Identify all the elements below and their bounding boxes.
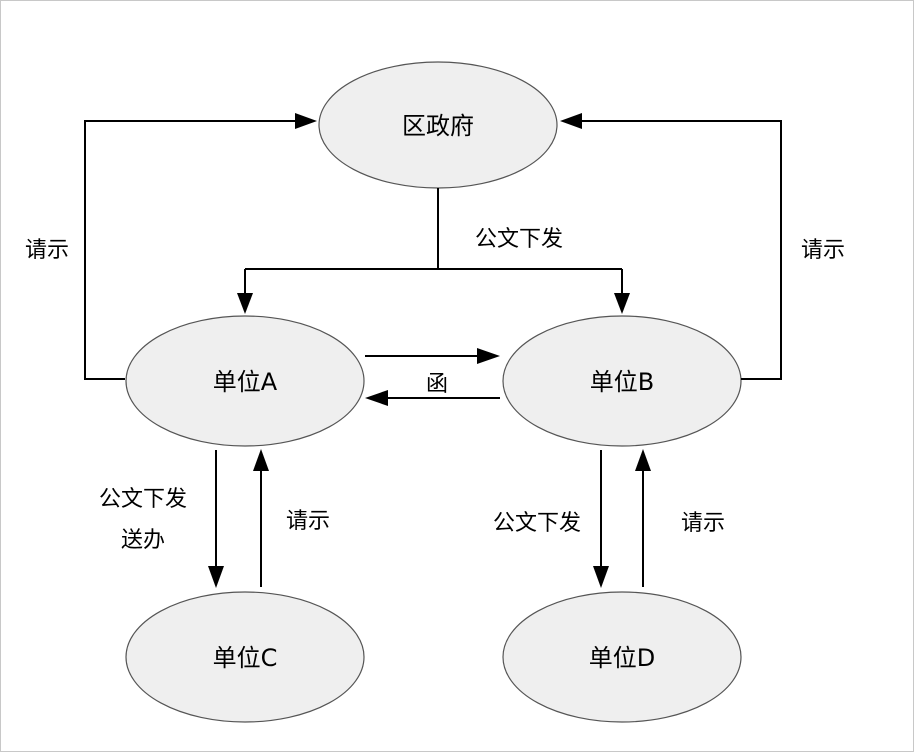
node-unit-a-label: 单位A xyxy=(213,368,278,396)
arrowhead-a-to-gov xyxy=(295,113,317,129)
arrowhead-b-to-d xyxy=(593,566,609,588)
arrowhead-b-to-gov xyxy=(560,113,582,129)
arrowhead-d-to-b xyxy=(635,449,651,471)
arrowhead-a-to-b xyxy=(477,348,500,364)
node-district-gov-label: 区政府 xyxy=(402,112,474,140)
edge-label-b-to-d: 公文下发 xyxy=(493,511,581,536)
edge-label-a-to-c-line2: 送办 xyxy=(121,528,165,553)
node-unit-a xyxy=(125,315,365,447)
edge-label-a-to-c-line1: 公文下发 xyxy=(99,487,187,512)
node-unit-d-label: 单位D xyxy=(589,644,655,672)
node-unit-b xyxy=(502,315,742,447)
node-unit-c-label: 单位C xyxy=(213,644,278,672)
node-unit-d xyxy=(502,591,742,723)
arrowhead-to-unit-a xyxy=(237,293,253,314)
edge-label-b-to-gov: 请示 xyxy=(801,238,845,263)
arrowhead-c-to-a xyxy=(253,449,269,471)
edge-unit-b-to-gov xyxy=(580,120,782,380)
node-unit-b-label: 单位B xyxy=(590,368,654,396)
edge-unit-a-to-gov xyxy=(84,120,297,380)
arrowhead-a-to-c xyxy=(208,566,224,588)
edge-label-c-to-a: 请示 xyxy=(286,509,330,534)
edge-label-letter: 函 xyxy=(426,372,448,397)
edge-label-d-to-b: 请示 xyxy=(681,511,725,536)
edge-label-gov-to-units: 公文下发 xyxy=(475,227,563,252)
arrowhead-to-unit-b xyxy=(614,293,630,314)
edge-label-a-to-gov: 请示 xyxy=(25,238,69,263)
edge-gov-to-units xyxy=(244,188,623,295)
arrowhead-b-to-a xyxy=(365,390,388,406)
node-unit-c xyxy=(125,591,365,723)
